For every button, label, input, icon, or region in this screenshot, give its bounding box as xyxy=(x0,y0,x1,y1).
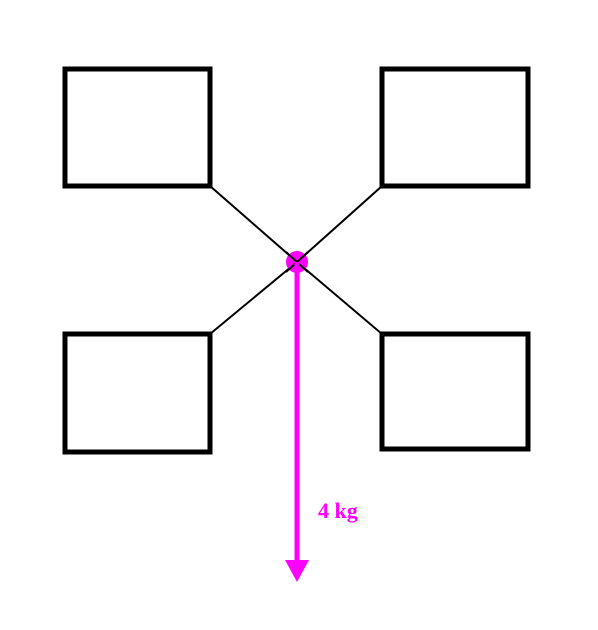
force-label: 4 kg xyxy=(318,498,358,523)
strut-bottom-left xyxy=(209,261,298,335)
box-top-right xyxy=(379,66,531,189)
box-bottom-right xyxy=(379,331,531,452)
strut-top-right xyxy=(296,185,383,263)
strut-bottom-right xyxy=(296,261,383,335)
strut-top-left xyxy=(209,185,298,263)
force-arrowhead xyxy=(285,560,309,582)
box-top-left xyxy=(62,66,213,189)
box-bottom-left xyxy=(62,331,213,455)
